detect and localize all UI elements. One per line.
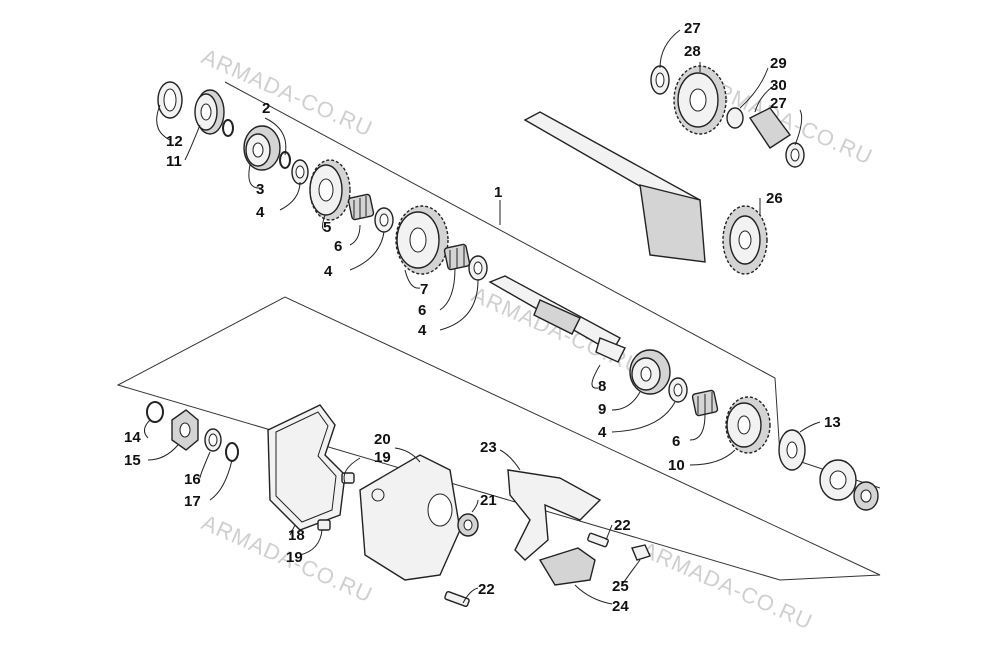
callout-27: 27 — [770, 95, 787, 112]
part-gear-28 — [673, 65, 727, 135]
part-gear-7 — [395, 205, 449, 275]
callout-19: 19 — [374, 449, 391, 466]
part-washer-16 — [204, 428, 222, 452]
part-washer-4 — [291, 159, 309, 185]
callout-4: 4 — [598, 424, 607, 441]
part-shaft-26 — [523, 111, 768, 275]
part-sensor-24 — [538, 547, 596, 586]
part-clip-2 — [222, 119, 234, 137]
callout-4: 4 — [256, 204, 265, 221]
callout-17: 17 — [184, 493, 201, 510]
part-washer-4b — [374, 207, 394, 233]
part-spacer-30 — [748, 107, 792, 149]
callouts: 1 2 3 4 4 4 4 5 6 6 6 7 8 9 10 11 12 13 … — [124, 20, 841, 615]
callout-4: 4 — [418, 322, 427, 339]
callout-24: 24 — [612, 598, 629, 615]
callout-8: 8 — [598, 378, 606, 395]
part-shaft-8 — [488, 275, 626, 363]
callout-6: 6 — [334, 238, 342, 255]
callout-25: 25 — [612, 578, 629, 595]
part-washer-27 — [650, 65, 670, 95]
part-washer-13 — [778, 429, 806, 471]
callout-14: 14 — [124, 429, 141, 446]
part-washer-12 — [157, 81, 183, 119]
callout-20: 20 — [374, 431, 391, 448]
part-bearing-6 — [347, 193, 375, 221]
part-washer-27b — [785, 142, 805, 168]
callout-6: 6 — [672, 433, 680, 450]
part-gear-5 — [309, 159, 351, 221]
callout-29: 29 — [770, 55, 787, 72]
callout-7: 7 — [420, 281, 428, 298]
callout-5: 5 — [323, 219, 331, 236]
callout-27: 27 — [684, 20, 701, 37]
part-nut-15 — [171, 409, 199, 451]
callout-28: 28 — [684, 43, 701, 60]
part-gear-11 — [194, 89, 225, 135]
callout-30: 30 — [770, 77, 787, 94]
part-seal-21 — [457, 513, 479, 537]
callout-11: 11 — [166, 153, 182, 170]
part-dowel-19a — [341, 472, 355, 484]
part-end-bearing — [819, 459, 857, 501]
part-bearing-6c — [691, 389, 719, 417]
callout-21: 21 — [480, 492, 497, 509]
part-bracket-23 — [507, 469, 602, 561]
part-hub-9 — [629, 349, 671, 395]
callout-26: 26 — [766, 190, 783, 207]
watermark: ARMADA-CO.RU — [468, 282, 647, 380]
cover-group-frame — [116, 296, 881, 581]
part-bolt-22a — [587, 532, 609, 548]
leader-lines — [144, 29, 821, 605]
part-clip-14 — [146, 401, 164, 423]
callout-10: 10 — [668, 457, 685, 474]
callout-23: 23 — [480, 439, 497, 456]
callout-12: 12 — [166, 133, 183, 150]
callout-9: 9 — [598, 401, 606, 418]
part-washer-4d — [668, 377, 688, 403]
part-bearing-6b — [443, 243, 471, 271]
part-gasket-18 — [267, 404, 346, 531]
watermark: ARMADA-CO.RU — [638, 537, 817, 635]
part-end-seal — [853, 481, 879, 511]
part-gear-10 — [725, 396, 771, 454]
part-screw-25 — [631, 544, 651, 561]
part-cover-20 — [359, 454, 461, 581]
part-clip-17 — [225, 442, 239, 462]
part-dowel-19b — [317, 519, 331, 531]
callout-13: 13 — [824, 414, 841, 431]
callout-22: 22 — [614, 517, 631, 534]
callout-3: 3 — [256, 181, 264, 198]
callout-19: 19 — [286, 549, 303, 566]
callout-4: 4 — [324, 263, 333, 280]
callout-18: 18 — [288, 527, 305, 544]
part-hub-3 — [243, 125, 281, 171]
callout-16: 16 — [184, 471, 201, 488]
callout-1: 1 — [494, 184, 502, 201]
callout-22: 22 — [478, 581, 495, 598]
part-washer-4c — [468, 255, 488, 281]
watermark: ARMADA-CO.RU — [198, 44, 377, 142]
callout-2: 2 — [262, 100, 270, 117]
callout-6: 6 — [418, 302, 426, 319]
part-bushing-29 — [726, 107, 744, 129]
callout-15: 15 — [124, 452, 141, 469]
